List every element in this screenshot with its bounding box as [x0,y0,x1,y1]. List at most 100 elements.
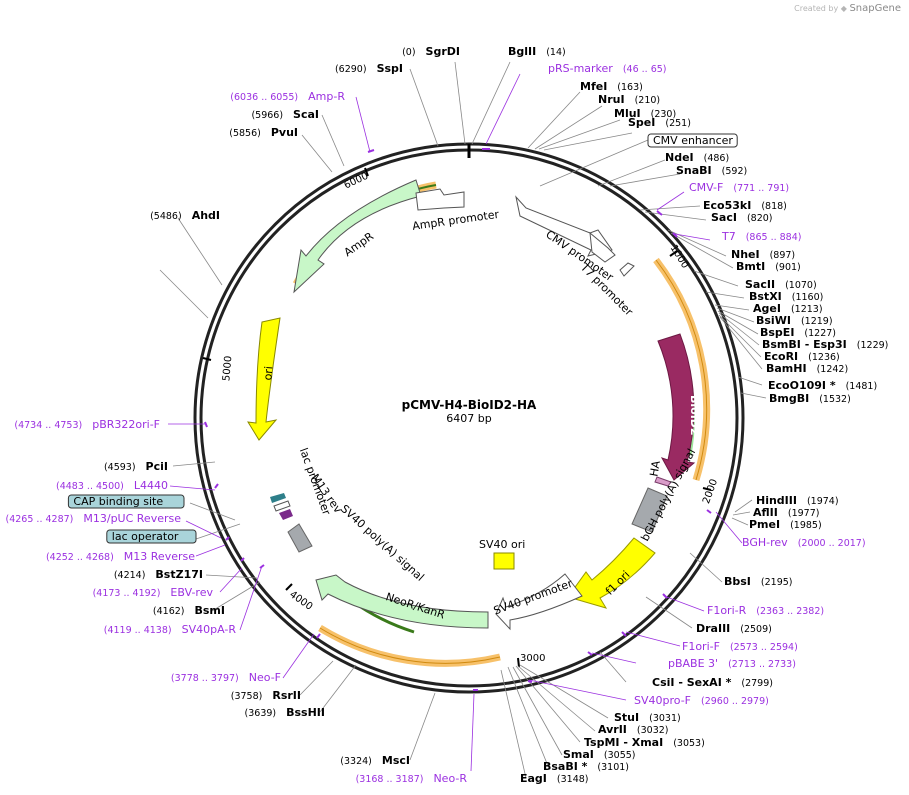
site-position: (4593) [104,462,136,473]
site-name: AgeI [753,302,781,315]
site-position: (230) [651,109,677,120]
site-position: (1219) [801,316,833,327]
site-position: (14) [546,47,566,58]
site-name: NruI [598,93,625,106]
feature-ha [654,476,672,487]
site-label-61: ScaI(5966) [251,108,319,121]
site-label-5: MluI(230) [614,107,676,120]
feature-lac-promoter-mark [273,500,291,512]
primer-name: CMV-F [689,181,723,194]
site-label-29: BGH-rev(2000 .. 2017) [742,536,866,549]
label-sv40-polya: SV40 poly(A) signal [338,502,427,584]
site-name: BspEI [760,326,794,339]
credit-line: Created by ◆ SnapGene [794,3,901,14]
site-position: (1227) [804,328,836,339]
site-position: (3639) [245,708,277,719]
primer-name: pRS-marker [548,62,613,75]
feature-sv40-ori [493,552,515,570]
site-label-59: AhdI(5486) [150,209,220,222]
site-position: (46 .. 65) [623,64,667,75]
plasmid-length: 6407 bp [446,412,491,425]
site-position: (897) [770,250,796,261]
site-position: (4252 .. 4268) [46,552,114,563]
site-label-46: RsrII(3758) [231,689,301,702]
orf-orange-arc-neo-edge [319,627,501,664]
site-name: SspI [377,62,403,75]
site-position: (3101) [597,762,629,773]
site-position: (3758) [231,691,263,702]
site-label-62: Amp-R(6036 .. 6055) [230,90,345,103]
site-position: (1242) [817,364,849,375]
site-name: EagI [520,772,547,785]
site-label-60: PvuI(5856) [229,126,298,139]
site-position: (901) [775,262,801,273]
site-position: (4265 .. 4287) [6,514,74,525]
site-position: (1229) [857,340,889,351]
site-position: (1236) [808,352,840,363]
label-ori: ori [261,366,275,381]
feature-cmv-promoter [589,231,616,263]
tick-4000: 4000 [285,583,314,613]
site-name: AvrII [598,723,627,736]
site-position: (1160) [792,292,824,303]
site-label-34: pBABE 3'(2713 .. 2733) [668,657,796,670]
site-name: NdeI [665,151,694,164]
feature-box-label: lac operator [112,530,179,543]
site-label-40: SmaI(3055) [563,748,636,761]
site-name: EcoRI [764,350,798,363]
site-label-33: F1ori-F(2573 .. 2594) [682,640,798,653]
site-name: BmgBI [769,392,809,405]
feature-box [67,494,185,509]
primer-name: F1ori-R [707,604,747,617]
site-name: TspMI - XmaI [584,736,663,749]
site-label-48: SV40pA-R(4119 .. 4138) [104,623,237,636]
site-position: (6036 .. 6055) [230,92,298,103]
site-name: SnaBI [676,164,712,177]
site-label-25: BmgBI(1532) [769,392,851,405]
site-position: (4162) [153,606,185,617]
site-position: (1070) [785,280,817,291]
site-label-32: DraIII(2509) [696,622,772,635]
feature-ampr-promoter [415,188,465,211]
site-name: AflII [753,506,778,519]
credit-prefix: Created by [794,4,839,13]
site-label-26: HindIII(1974) [756,494,839,507]
site-position: (2713 .. 2733) [728,659,796,670]
feature-sv40-promoter [495,573,583,631]
feature-lac-operator-mark [279,509,293,520]
feature-f1-ori [567,537,656,609]
site-label-10: CMV-F(771 .. 791) [689,181,789,194]
site-name: Eco53kI [703,199,751,212]
site-leader-lines [159,61,767,779]
site-label-41: BsaBI *(3101) [543,760,629,773]
primer-name: T7 [721,230,736,243]
site-label-45: BssHII(3639) [245,706,325,719]
site-label-24: EcoO109I *(1481) [768,379,877,392]
site-label-52: M13 Reverse(4252 .. 4268) [46,550,195,563]
site-name: BsiWI [756,314,791,327]
site-name: PvuI [271,126,298,139]
site-position: (163) [617,82,643,93]
feature-sv40-polya [287,523,313,553]
site-name: NheI [731,248,760,261]
site-position: (4119 .. 4138) [104,625,172,636]
site-position: (2363 .. 2382) [756,606,824,617]
site-position: (4483 .. 4500) [56,481,124,492]
site-label-23: BamHI(1242) [766,362,848,375]
site-name: BsmBI - Esp3I [762,338,847,351]
site-label-27: AflII(1977) [753,506,819,519]
site-label-35: CsiI - SexAI *(2799) [652,676,773,689]
site-position: (3053) [673,738,705,749]
site-label-14: NheI (897) [731,248,795,261]
primer-name: F1ori-F [682,640,720,653]
site-label-layer: SgrDI(0)BglII(14)pRS-marker(46 .. 65)Mfe… [6,45,889,785]
label-ampr-promoter: AmpR promoter [411,208,500,233]
site-name: BstXI [749,290,782,303]
site-label-16: SacII(1070) [745,278,817,291]
site-position: (6290) [335,64,367,75]
site-label-19: BsiWI (1219) [756,314,833,327]
tick-label-5000: 5000 [221,355,234,381]
site-label-51: BstZ17I(4214) [114,568,203,581]
site-name: MscI [382,754,410,767]
